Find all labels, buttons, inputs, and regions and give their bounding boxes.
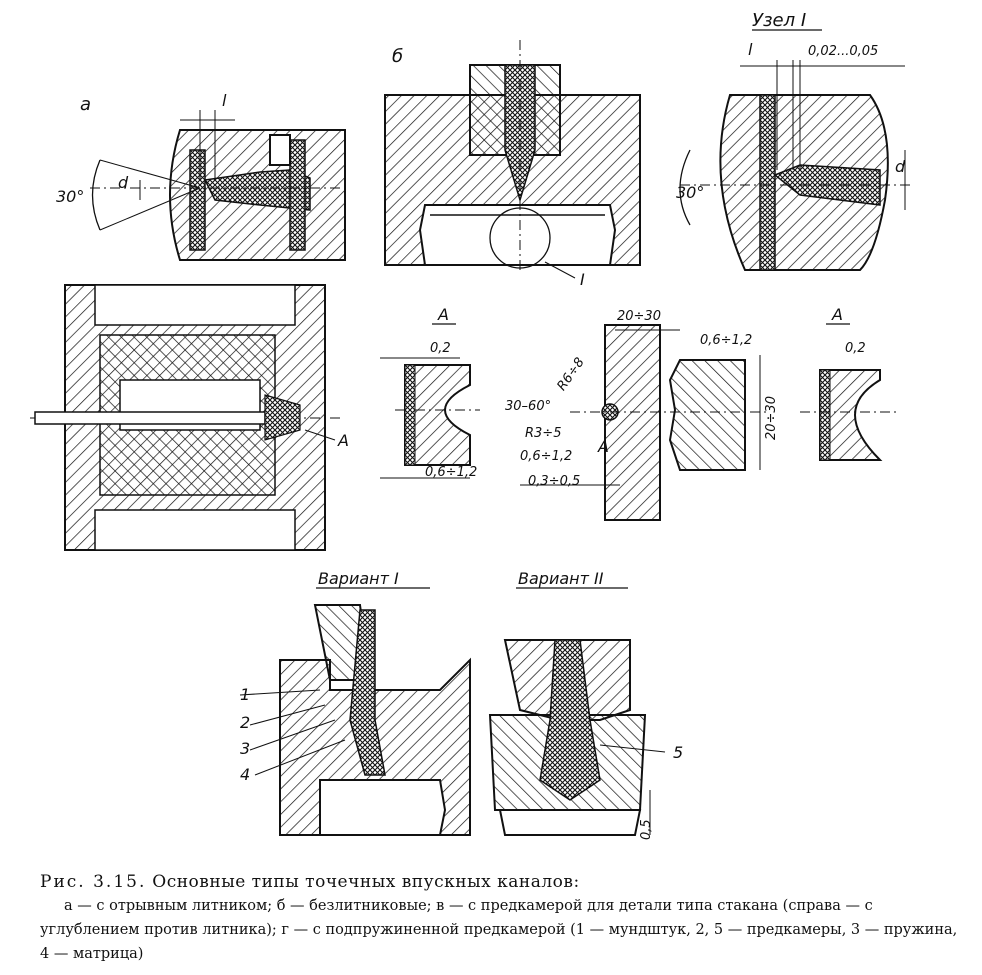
label-A-sec1: А (437, 305, 449, 324)
label-03-05: 0,3÷0,5 (528, 474, 580, 489)
caption-prefix: Рис. 3.15. (40, 872, 147, 892)
label-n3: 3 (240, 739, 250, 758)
view-mold (30, 284, 340, 551)
label-R3-5: R3÷5 (525, 426, 561, 441)
label-A-v: А (597, 437, 609, 456)
technical-figure: а l 30° d б I Узел I l 0,02...0,05 30° d (30, 10, 910, 840)
caption-body: а — с отрывным литником; б — безлитников… (40, 898, 958, 962)
label-06-12-sec1: 0,6÷1,2 (425, 465, 477, 480)
label-02-sec2: 0,2 (845, 341, 866, 356)
figure-caption: Рис. 3.15. Основные типы точечных впускн… (40, 872, 960, 966)
view-variant-1 (239, 604, 471, 836)
label-angle-node: 30° (676, 183, 704, 202)
view-v (520, 324, 770, 521)
label-n2: 2 (240, 713, 250, 732)
view-variant-2 (488, 639, 666, 836)
label-30-60: 30–60° (505, 399, 551, 414)
view-section-A-left (380, 357, 480, 479)
label-20-30-side: 20÷30 (764, 396, 779, 440)
view-node-I (679, 60, 910, 271)
caption-title: Основные типы точечных впускных каналов: (146, 872, 580, 892)
label-06-12-v2: 0,6÷1,2 (520, 449, 572, 464)
view-a (90, 110, 346, 261)
label-d-node: d (895, 157, 906, 176)
label-angle-a: 30° (56, 187, 84, 206)
label-l-node: l (748, 40, 753, 59)
label-I-b: I (580, 270, 585, 289)
label-d-a: d (118, 173, 129, 192)
label-05: 0,5 (639, 819, 654, 840)
label-n1: 1 (240, 685, 250, 704)
label-b: б (392, 46, 403, 67)
label-variant2: Вариант II (518, 569, 604, 588)
label-n5: 5 (673, 743, 683, 762)
label-node: Узел I (752, 10, 806, 31)
view-b (384, 40, 641, 279)
view-section-A-right (800, 369, 900, 461)
label-R6-8: R6÷8 (555, 355, 588, 393)
label-variant1: Вариант I (318, 569, 399, 588)
label-l-a: l (222, 91, 227, 110)
caption-title-line: Рис. 3.15. Основные типы точечных впускн… (40, 872, 960, 892)
label-002-005: 0,02...0,05 (808, 44, 878, 59)
label-A-sec2: А (831, 305, 843, 324)
label-a: а (80, 94, 91, 115)
label-02-sec1: 0,2 (430, 341, 451, 356)
label-06-12-v: 0,6÷1,2 (700, 333, 752, 348)
label-A-mold: А (337, 431, 349, 450)
label-n4: 4 (240, 765, 250, 784)
label-20-30-top: 20÷30 (617, 309, 661, 324)
